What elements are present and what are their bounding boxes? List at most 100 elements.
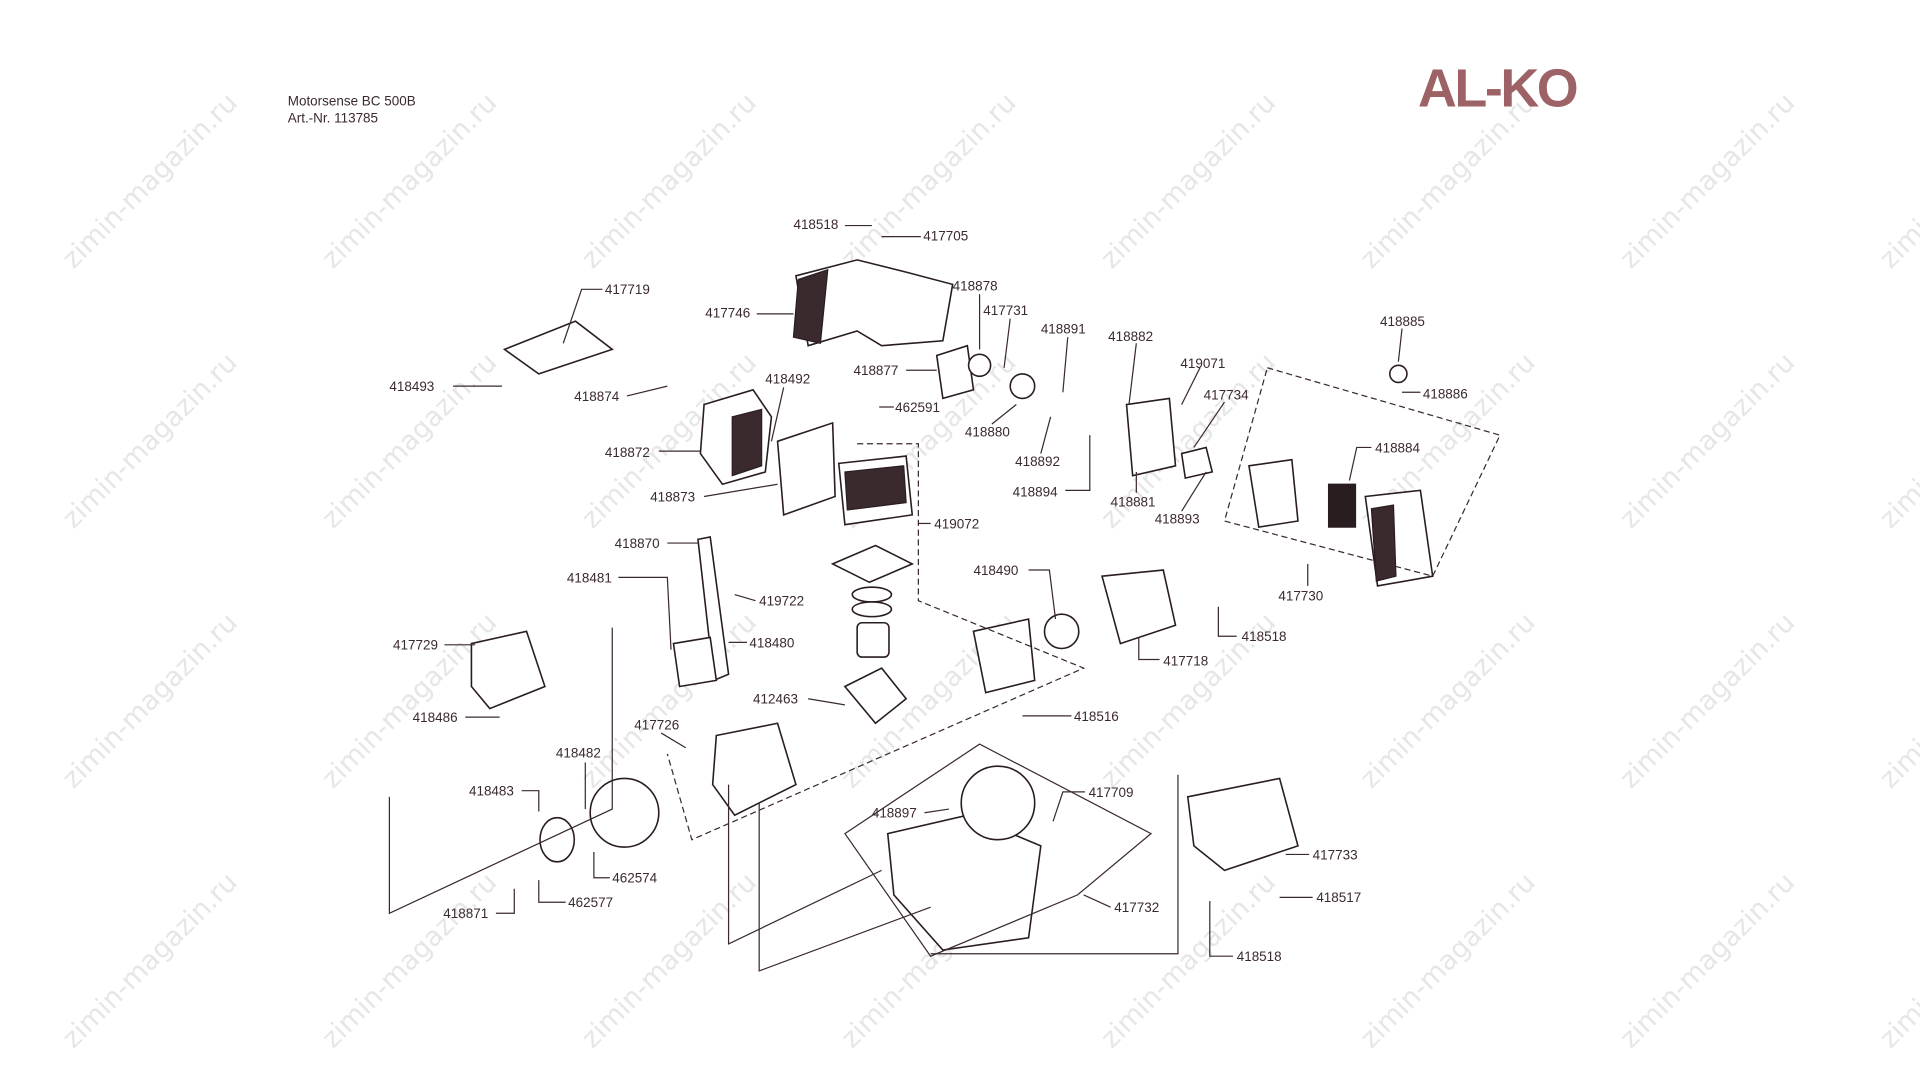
grouping-lines	[388, 367, 1501, 972]
crankcase	[711, 722, 797, 817]
ignition-coil-wire	[697, 535, 730, 682]
watermark-text: zimin-magazin.ru	[1874, 867, 1920, 1054]
part-label: 417733	[1313, 847, 1358, 862]
watermark-text: zimin-magazin.ru	[1614, 867, 1801, 1054]
parts-drawing	[470, 259, 1434, 951]
flywheel	[589, 777, 660, 848]
part-label: 418884	[1375, 440, 1420, 455]
fan-housing	[1101, 569, 1177, 645]
watermark-text: zimin-magazin.ru	[316, 347, 503, 534]
part-label: 418886	[1423, 386, 1468, 401]
watermark-text: zimin-magazin.ru	[57, 87, 244, 274]
part-label: 418873	[650, 489, 695, 504]
part-label: 418877	[853, 363, 898, 378]
heat-shield	[776, 421, 836, 516]
part-label: 417718	[1163, 654, 1208, 669]
part-label: 418483	[469, 784, 514, 799]
starter-pulley	[539, 816, 576, 863]
watermark-text: zimin-magazin.ru	[1614, 347, 1801, 534]
part-label: 418490	[973, 563, 1018, 578]
part-label: 418878	[953, 279, 998, 294]
piston-ring	[851, 586, 893, 603]
part-label: 417734	[1204, 388, 1249, 403]
part-label: 418872	[605, 445, 650, 460]
fuel-tank	[886, 814, 1042, 951]
part-label: 418893	[1155, 511, 1200, 526]
part-label: 418517	[1316, 890, 1361, 905]
part-label: 418894	[1013, 484, 1058, 499]
part-label: 418518	[793, 217, 838, 232]
part-label: 418518	[1237, 949, 1282, 964]
piston	[856, 621, 890, 658]
part-label: 418480	[749, 635, 794, 650]
part-label: 417732	[1114, 900, 1159, 915]
part-number-labels: 418518 417705 417719 417746 418878 41773…	[389, 217, 1467, 964]
part-label: 418492	[765, 372, 810, 387]
part-label: 418874	[574, 389, 619, 404]
carburetor	[1125, 397, 1177, 477]
part-label: 418493	[389, 379, 434, 394]
part-label: 462574	[612, 871, 657, 886]
ignition-coil	[672, 636, 718, 688]
watermark-text: zimin-magazin.ru	[1874, 87, 1920, 274]
part-label: 419072	[934, 516, 979, 531]
part-label: 418897	[872, 806, 917, 821]
watermark-text: zimin-magazin.ru	[1874, 607, 1920, 794]
clutch	[1043, 613, 1080, 650]
tank-bracket	[1186, 777, 1299, 872]
part-label: 417709	[1089, 785, 1134, 800]
air-filter-element	[1327, 483, 1357, 528]
part-label: 417746	[705, 305, 750, 320]
part-label: 418885	[1380, 314, 1425, 329]
part-label: 418881	[1111, 494, 1156, 509]
part-label: 412463	[753, 692, 798, 707]
watermark-text: zimin-magazin.ru	[1095, 87, 1282, 274]
watermark-text: zimin-magazin.ru	[57, 607, 244, 794]
watermark-text: zimin-magazin.ru	[1614, 607, 1801, 794]
part-label: 417719	[605, 282, 650, 297]
fuel-filter-detail	[960, 765, 1036, 841]
cover-grille	[792, 268, 829, 344]
part-label: 417726	[634, 717, 679, 732]
leader-lines	[444, 224, 1421, 957]
part-label: 417730	[1278, 589, 1323, 604]
watermark-text: zimin-magazin.ru	[1874, 347, 1920, 534]
watermark-text: zimin-magazin.ru	[316, 867, 503, 1054]
part-label: 417729	[393, 638, 438, 653]
watermark-text: zimin-magazin.ru	[576, 87, 763, 274]
model-title: Motorsense BC 500B	[288, 93, 416, 108]
watermark-text: zimin-magazin.ru	[1354, 867, 1541, 1054]
part-label: 418892	[1015, 454, 1060, 469]
part-label: 418486	[413, 710, 458, 725]
air-filter-base	[1248, 458, 1299, 529]
cylinder-gasket	[830, 544, 915, 584]
insulator	[967, 353, 992, 378]
part-label: 418882	[1108, 329, 1153, 344]
carb-gasket	[935, 344, 975, 400]
part-label: 418518	[1242, 629, 1287, 644]
watermark-text: zimin-magazin.ru	[57, 867, 244, 1054]
part-label: 419071	[1180, 356, 1225, 371]
cover-plate	[502, 320, 614, 375]
part-label: 419722	[759, 594, 804, 609]
watermark-text: zimin-magazin.ru	[57, 347, 244, 534]
crankshaft	[843, 667, 908, 725]
alko-logo: AL-KO	[1418, 59, 1577, 119]
part-label: 418482	[556, 746, 601, 761]
part-label: 418870	[615, 536, 660, 551]
watermark-text: zimin-magazin.ru	[316, 607, 503, 794]
part-label: 418481	[567, 570, 612, 585]
part-label: 418516	[1074, 709, 1119, 724]
part-label: 417731	[983, 303, 1028, 318]
part-label: 418871	[443, 906, 488, 921]
watermark-text: zimin-magazin.ru	[1354, 607, 1541, 794]
part-label: 418891	[1041, 321, 1086, 336]
crankcase-half	[972, 618, 1036, 694]
article-number: Art.-Nr. 113785	[288, 111, 378, 126]
part-label: 462591	[895, 400, 940, 415]
watermark-text: zimin-magazin.ru	[1614, 87, 1801, 274]
watermark-text: zimin-magazin.ru	[835, 87, 1022, 274]
part-label: 418880	[965, 424, 1010, 439]
engine-cover	[795, 259, 954, 347]
